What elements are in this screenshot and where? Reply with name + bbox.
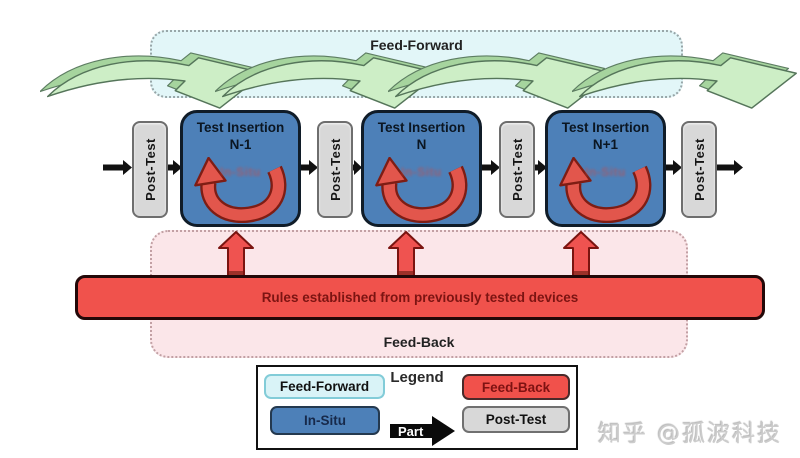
legend-in-situ-chip: In-Situ <box>270 406 380 435</box>
in-situ-faint-label: In-Situ <box>585 165 626 179</box>
test-insertion-title: Test Insertion <box>196 120 285 135</box>
test-insertion-block-n-1: Test Insertion N-1 In-Situ <box>180 110 301 227</box>
legend-in-situ-label: In-Situ <box>304 413 346 428</box>
feed-forward-label: Feed-Forward <box>370 37 463 53</box>
rules-banner-text: Rules established from previously tested… <box>261 290 579 305</box>
post-test-label: Post-Test <box>142 138 158 201</box>
flow-arrow-icon <box>103 160 743 175</box>
post-test-block: Post-Test <box>132 121 168 218</box>
post-test-label: Post-Test <box>327 138 343 201</box>
in-situ-loop-arrow-icon <box>375 157 468 223</box>
post-test-label: Post-Test <box>691 138 707 201</box>
post-test-block: Post-Test <box>499 121 535 218</box>
test-insertion-subtitle: N-1 <box>229 136 252 152</box>
legend-post-test-chip: Post-Test <box>462 406 570 433</box>
test-insertion-block-n+1: Test Insertion N+1 In-Situ <box>545 110 666 227</box>
test-insertion-subtitle: N+1 <box>592 136 619 152</box>
part-arrow-label: Part <box>398 424 424 439</box>
legend-feed-forward-label: Feed-Forward <box>279 379 370 394</box>
legend-feed-forward-chip: Feed-Forward <box>264 374 385 399</box>
in-situ-faint-label: In-Situ <box>401 165 442 179</box>
feed-forward-arrow-icon <box>572 52 797 109</box>
test-insertion-title: Test Insertion <box>561 120 650 135</box>
legend-feed-back-chip: Feed-Back <box>462 374 570 400</box>
post-test-block: Post-Test <box>681 121 717 218</box>
legend-feed-back-label: Feed-Back <box>481 379 551 395</box>
feed-back-label: Feed-Back <box>383 334 455 350</box>
rules-banner: Rules established from previously tested… <box>75 275 765 320</box>
in-situ-faint-label: In-Situ <box>220 165 261 179</box>
post-test-block: Post-Test <box>317 121 353 218</box>
test-insertion-title: Test Insertion <box>377 120 466 135</box>
legend-title: Legend <box>390 369 444 386</box>
in-situ-loop-arrow-icon <box>559 157 652 223</box>
part-arrow-icon: Part <box>390 416 455 446</box>
test-insertion-block-n: Test Insertion N In-Situ <box>361 110 482 227</box>
post-test-label: Post-Test <box>509 138 525 201</box>
in-situ-loop-arrow-icon <box>194 157 287 223</box>
watermark: 知乎 @孤波科技 <box>598 421 783 447</box>
legend-post-test-label: Post-Test <box>485 412 547 427</box>
legend: Legend Feed-Forward Feed-Back In-Situ Po… <box>256 365 578 450</box>
test-insertion-subtitle: N <box>416 136 427 152</box>
